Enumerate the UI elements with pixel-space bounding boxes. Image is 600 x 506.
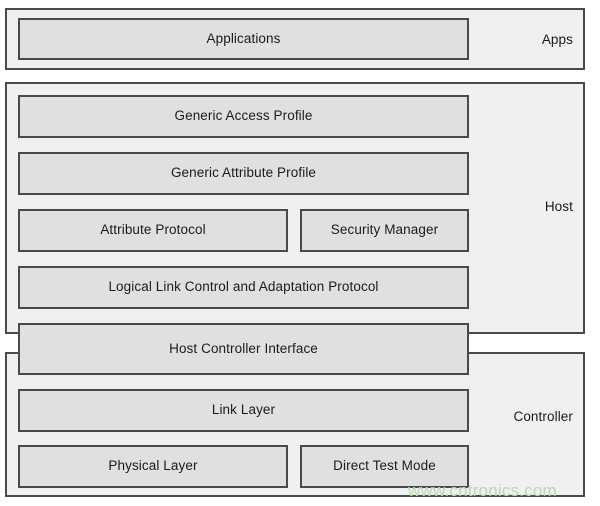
group-label-host: Host — [544, 199, 573, 214]
group-label-apps: Apps — [541, 32, 573, 47]
group-label-controller: Controller — [513, 409, 573, 424]
block-generic-attribute-profile: Generic Attribute Profile — [18, 152, 469, 195]
block-security-manager: Security Manager — [300, 209, 469, 252]
block-attribute-protocol: Attribute Protocol — [18, 209, 288, 252]
block-host-controller-interface: Host Controller Interface — [18, 323, 469, 375]
block-applications: Applications — [18, 18, 469, 60]
block-generic-access-profile: Generic Access Profile — [18, 95, 469, 138]
block-physical-layer: Physical Layer — [18, 445, 288, 488]
block-direct-test-mode: Direct Test Mode — [300, 445, 469, 488]
block-link-layer: Link Layer — [18, 389, 469, 432]
block-logical-link-control-and-adaptation-protocol: Logical Link Control and Adaptation Prot… — [18, 266, 469, 309]
